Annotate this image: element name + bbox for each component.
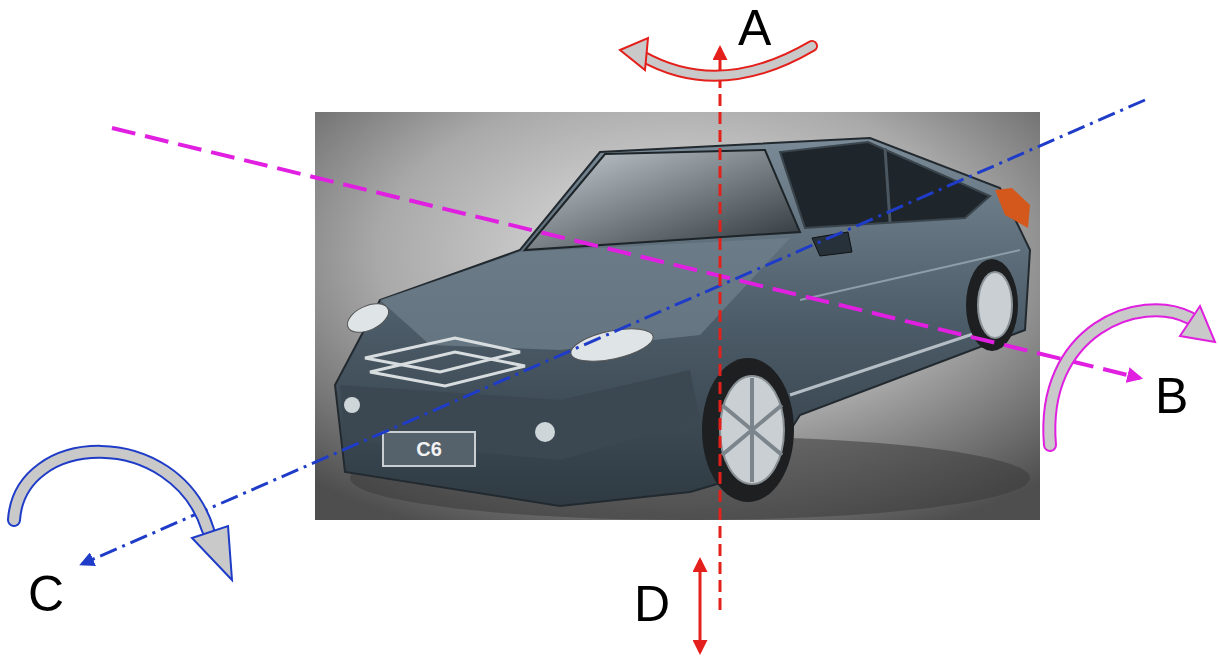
plate-text: C6 <box>383 432 475 466</box>
front-rim <box>720 376 784 484</box>
heave-arrow <box>699 560 702 652</box>
rim-spokes <box>722 378 782 482</box>
fog-light <box>344 397 360 413</box>
roll-axis <box>82 100 1145 564</box>
axis-label: A <box>738 0 771 58</box>
front-tire <box>702 358 794 502</box>
headlight <box>343 298 393 338</box>
yaw-axis <box>719 48 722 610</box>
photo-background <box>315 112 1040 520</box>
car-windshield <box>525 150 800 250</box>
license-plate <box>383 432 475 466</box>
rear-rim <box>978 272 1012 338</box>
axis-label: D <box>634 576 670 634</box>
car-hood <box>380 238 790 350</box>
axis-label: C <box>28 566 64 624</box>
car-body <box>335 138 1030 506</box>
roll-rotation-arrow <box>14 452 232 580</box>
headlight <box>568 323 656 368</box>
car-side-window <box>780 142 990 228</box>
pitch-axis <box>112 128 1140 378</box>
yaw-rotation-arrow <box>620 38 812 76</box>
axis-label: B <box>1155 368 1188 426</box>
pitch-rotation-arrow <box>1049 306 1215 445</box>
fog-light <box>535 422 555 442</box>
tail-light <box>995 188 1030 228</box>
